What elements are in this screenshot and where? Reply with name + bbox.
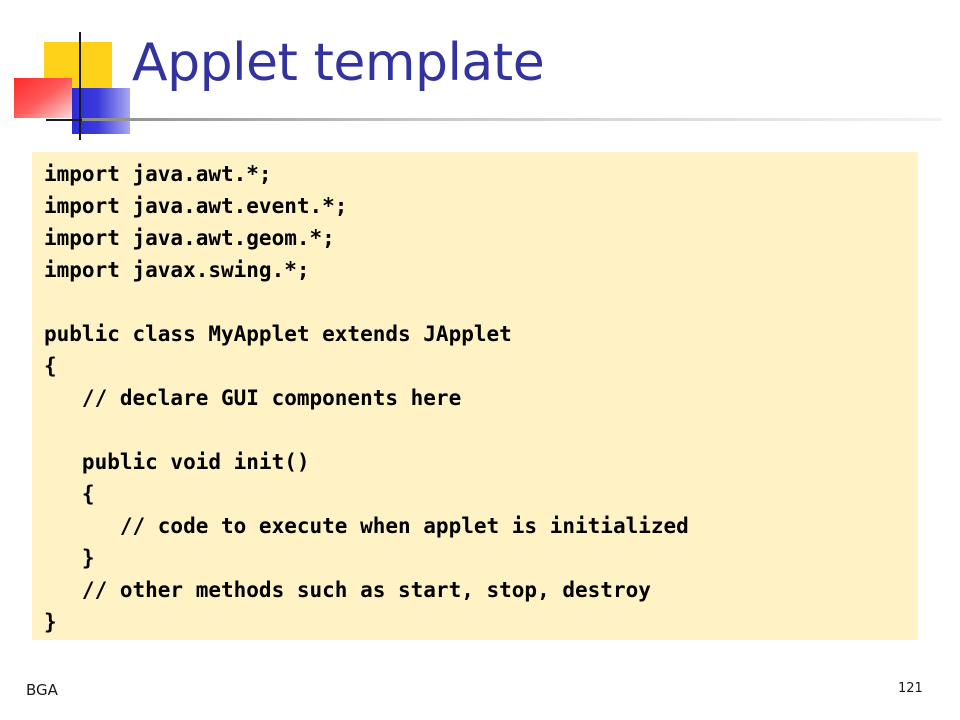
code-line: } [44, 610, 57, 634]
code-line: { [44, 482, 95, 506]
code-line [44, 414, 918, 446]
code-line: import javax.swing.*; [44, 258, 310, 282]
code-line: import java.awt.event.*; [44, 194, 348, 218]
code-line: // declare GUI components here [44, 386, 462, 410]
code-line: public class MyApplet extends JApplet [44, 322, 512, 346]
code-block: import java.awt.*; import java.awt.event… [32, 152, 918, 640]
code-line: import java.awt.*; [44, 162, 272, 186]
code-line: // code to execute when applet is initia… [44, 514, 689, 538]
slide-logo-decoration [0, 0, 140, 140]
logo-blue-square [72, 88, 130, 134]
code-line: } [44, 546, 95, 570]
code-line: // other methods such as start, stop, de… [44, 578, 651, 602]
footer-author: BGA [26, 681, 58, 699]
code-line: { [44, 354, 57, 378]
logo-red-square [14, 78, 72, 118]
logo-vertical-line [79, 32, 81, 140]
slide-title: Applet template [132, 33, 545, 93]
code-line: public void init() [44, 450, 310, 474]
code-line [44, 286, 918, 318]
code-line: import java.awt.geom.*; [44, 226, 335, 250]
page-number: 121 [898, 681, 923, 696]
title-underline-rule [82, 118, 942, 121]
